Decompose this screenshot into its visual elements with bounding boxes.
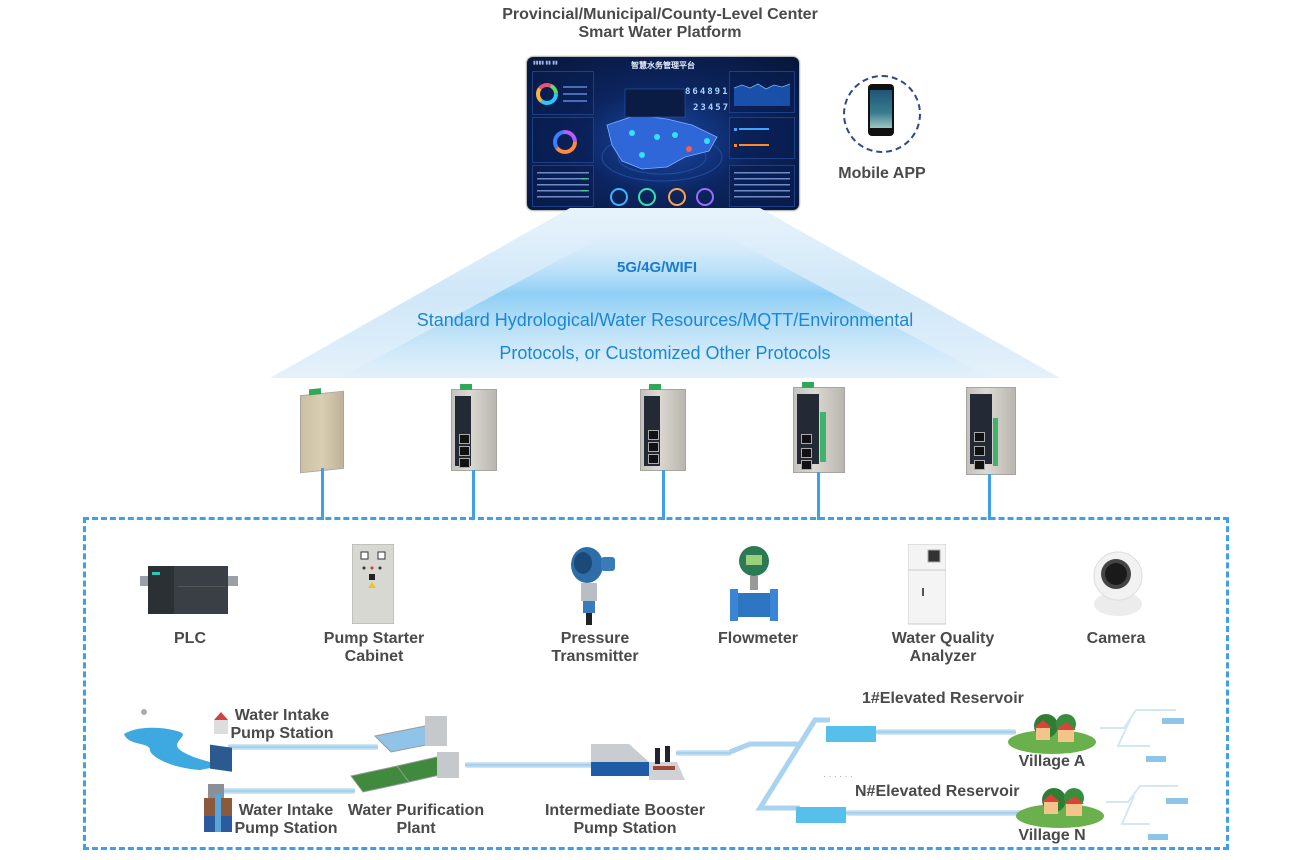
table-rows-icon [537,172,589,198]
pipe-booster-out [676,750,731,756]
terminal-block-icon [649,384,661,390]
connector-line [817,472,820,520]
protocols-line1: Standard Hydrological/Water Resources/MQ… [416,310,914,330]
terminal-block-icon [309,388,321,396]
gateway-5 [966,387,1016,475]
dashboard-alarm-panel [729,117,795,159]
alarm-list-icon [734,128,769,147]
platform-dashboard: ▮▮▮▮ ▮▮ ▮▮ 智慧水务管理平台 864891 23457 [527,57,799,210]
pipe-reservoirn-to-village-n [846,810,1026,816]
dashboard-gauges [610,188,714,206]
device-label-flowmeter: Flowmeter [717,630,798,647]
camera-icon [1093,551,1143,616]
pipe-plant-to-booster [465,762,600,768]
connector-line [321,468,324,520]
pipe-reservoir1-to-village-a [876,729,1016,735]
gateway-4 [793,382,845,473]
mobile-phone-icon [868,84,894,136]
village-a-label: Village A [1018,753,1086,770]
pump-starter-cabinet-icon [352,544,394,624]
dashboard-map [601,88,723,182]
platform-title: Provincial/Municipal/County-Level Center… [420,6,900,42]
platform-title-line1: Provincial/Municipal/County-Level Center [502,6,818,23]
reservoir-n-label: N#Elevated Reservoir [855,783,1020,800]
gateway-3 [640,384,686,471]
area-chart-icon [733,83,791,106]
dashboard-panel-left-2 [532,117,594,163]
reservoir-n-tank [796,807,846,823]
terminal-block-icon [460,384,472,390]
mobile-app-ring [843,75,921,153]
donut-chart-icon [536,83,587,105]
dashboard-table-left [532,165,594,207]
village-a-icon [1008,714,1096,754]
gateway-1 [300,388,344,474]
pressure-transmitter-icon [571,547,615,625]
field-devices-frame [83,517,1229,850]
downstream-branches [1100,709,1188,840]
connector-line [472,470,475,520]
pipe-distribution-branch [729,717,830,811]
ellipsis-dots: ······ [823,771,855,782]
pipe-intake1-to-plant [228,744,378,750]
network-label: 5G/4G/WIFI [616,259,697,276]
well-intake-icon [204,784,232,832]
ring-chart-icon [553,130,577,154]
connector-line [988,474,991,520]
plc-icon [140,566,238,614]
mobile-app-label: Mobile APP [838,165,926,182]
dashboard-title: 智慧水务管理平台 [631,61,695,70]
pipe-intake2-to-plant [215,788,355,794]
river-intake-icon [124,709,232,772]
water-quality-analyzer-icon [908,544,946,625]
booster-pump-station-icon [591,744,685,780]
dashboard-counter-2: 23457 [693,103,731,113]
dashboard-area-chart [729,71,795,113]
protocols-line2: Protocols, or Customized Other Protocols [499,343,831,363]
dashboard-counter-1: 864891 [685,87,730,97]
device-label-camera: Camera [1086,630,1146,647]
table-rows-icon [734,172,790,198]
village-n-icon [1016,788,1104,828]
platform-title-line2: Smart Water Platform [578,24,742,41]
dashboard-table-right [729,165,795,207]
reservoir-1-label: 1#Elevated Reservoir [862,690,1024,707]
flowmeter-icon [730,546,778,621]
water-purification-plant-icon [350,716,459,793]
device-label-plc: PLC [174,630,206,647]
connector-line [662,470,665,520]
reservoir-1-tank [826,726,876,742]
village-n-label: Village N [1018,827,1086,844]
dashboard-panel-left-1 [532,71,594,115]
network-pyramid [270,208,1060,378]
terminal-block-icon [802,382,814,388]
gateway-2 [451,384,497,471]
dashboard-header-date: ▮▮▮▮ ▮▮ ▮▮ [533,60,558,66]
